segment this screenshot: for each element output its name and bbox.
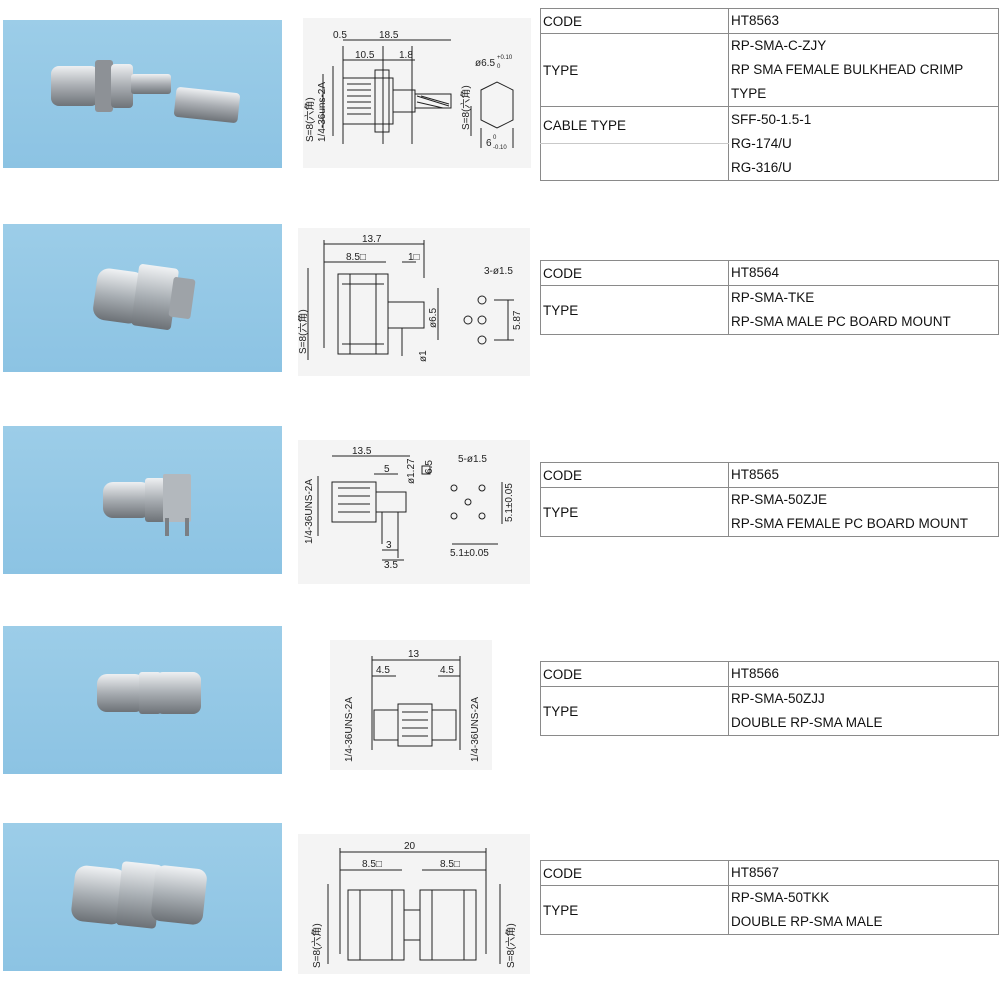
code-value: HT8567 <box>728 860 999 886</box>
product-photo <box>3 823 282 971</box>
dim-label: ø1 <box>418 350 429 362</box>
code-value: HT8564 <box>728 260 999 286</box>
code-label: CODE <box>540 661 729 687</box>
dim-label: 13.7 <box>362 234 382 245</box>
type-line: RP SMA FEMALE BULKHEAD CRIMP <box>731 62 964 77</box>
dim-label: 0.5 <box>333 30 347 41</box>
code-value: HT8563 <box>728 8 999 34</box>
dim-label: 5.87 <box>512 310 523 330</box>
type-line: RP-SMA MALE PC BOARD MOUNT <box>731 314 951 329</box>
dim-label: S=8(六角) <box>460 85 472 130</box>
type-line: RP-SMA-C-ZJY <box>731 38 827 53</box>
code-label: CODE <box>540 860 729 886</box>
cable-type-label: CABLE TYPE <box>540 106 729 144</box>
type-line: RP-SMA-TKE <box>731 290 815 305</box>
dim-label: -0.10 <box>493 145 507 151</box>
dim-label: 5-ø1.5 <box>458 454 487 465</box>
type-label: TYPE <box>540 885 729 935</box>
dim-label: 5.1±0.05 <box>504 483 515 522</box>
dim-label: ø1.27 <box>406 458 417 484</box>
type-line: RP-SMA-50TKK <box>731 890 830 905</box>
dim-label: 1/4-36UNS-2A <box>304 479 315 544</box>
dim-label: 4.5 <box>376 665 390 676</box>
dim-label: ø6.5 <box>475 58 495 69</box>
code-label: CODE <box>540 462 729 488</box>
product-photo <box>3 426 282 574</box>
dim-label: 8.5□ <box>440 859 460 870</box>
type-label: TYPE <box>540 686 729 736</box>
dim-label: 3.5 <box>384 560 398 571</box>
product-photo <box>3 626 282 774</box>
type-line: RP-SMA FEMALE PC BOARD MOUNT <box>731 516 969 531</box>
dim-label: 20 <box>404 841 416 852</box>
type-label: TYPE <box>540 487 729 537</box>
cable-line: RG-316/U <box>731 159 792 175</box>
code-label: CODE <box>540 8 729 34</box>
dim-label: 10.5 <box>355 50 375 61</box>
dim-label: 13 <box>408 649 420 660</box>
type-line: DOUBLE RP-SMA MALE <box>731 914 883 929</box>
dim-label: 1.8 <box>399 50 413 61</box>
product-row-ht8566: 13 4.5 4.5 1/4-36UNS-2A 1/4-36UNS-2A COD… <box>0 620 1000 780</box>
dim-label: 1□ <box>408 252 420 263</box>
dim-label: 1/4-36uns-2A <box>317 82 328 142</box>
code-value: HT8566 <box>728 661 999 687</box>
dim-label: 1/4-36UNS-2A <box>344 697 355 762</box>
type-line: RP-SMA-50ZJE <box>731 492 828 507</box>
dim-label: 3-ø1.5 <box>484 266 513 277</box>
cable-line: SFF-50-1.5-1 <box>731 111 812 127</box>
dimension-drawing: 0.5 18.5 10.5 1.8 ø6.5 +0.10 0 S=8(六角) 1… <box>303 18 531 168</box>
product-row-ht8563: 0.5 18.5 10.5 1.8 ø6.5 +0.10 0 S=8(六角) 1… <box>0 0 1000 190</box>
product-row-ht8565: 13.5 5 ø1.27 6.5 5-ø1.5 1/4-36UNS-2A 5.1… <box>0 420 1000 590</box>
type-label: TYPE <box>540 33 729 107</box>
type-line: TYPE <box>731 86 767 101</box>
dim-label: 5.1±0.05 <box>450 548 489 559</box>
dim-label: 8.5□ <box>346 252 366 263</box>
dim-label: ø6.5 <box>428 308 439 328</box>
dim-label: 13.5 <box>352 446 372 457</box>
dimension-drawing: 20 8.5□ 8.5□ S=8(六角) S=8(六角) <box>298 834 530 974</box>
dim-label: 0 <box>497 64 501 70</box>
dim-label: S=8(六角) <box>505 923 517 968</box>
dim-label: S=8(六角) <box>311 923 323 968</box>
dimension-drawing: 13.5 5 ø1.27 6.5 5-ø1.5 1/4-36UNS-2A 5.1… <box>298 440 530 584</box>
dim-label: 4.5 <box>440 665 454 676</box>
dim-label: 8.5□ <box>362 859 382 870</box>
dim-label: 6.5 <box>424 460 435 474</box>
product-photo <box>3 20 282 168</box>
dim-label: 6 <box>486 138 492 149</box>
cable-line: RG-174/U <box>731 135 792 151</box>
dim-label: S=8(六角) <box>304 97 316 142</box>
dim-label: 1/4-36UNS-2A <box>470 697 481 762</box>
dim-label: 18.5 <box>379 30 399 41</box>
dimension-drawing: 13.7 8.5□ 1□ 3-ø1.5 S=8(六角) ø6.5 5.87 ø1 <box>298 228 530 376</box>
dim-label: +0.10 <box>497 55 513 61</box>
code-label: CODE <box>540 260 729 286</box>
dim-label: 3 <box>386 540 392 551</box>
empty-cell <box>540 143 729 181</box>
dim-label: S=8(六角) <box>298 309 309 354</box>
product-row-ht8564: 13.7 8.5□ 1□ 3-ø1.5 S=8(六角) ø6.5 5.87 ø1… <box>0 210 1000 380</box>
type-line: RP-SMA-50ZJJ <box>731 691 825 706</box>
dim-label: 5 <box>384 464 390 475</box>
product-photo <box>3 224 282 372</box>
code-value: HT8565 <box>728 462 999 488</box>
type-line: DOUBLE RP-SMA MALE <box>731 715 883 730</box>
dimension-drawing: 13 4.5 4.5 1/4-36UNS-2A 1/4-36UNS-2A <box>330 640 492 770</box>
type-label: TYPE <box>540 285 729 335</box>
dim-label: 0 <box>493 135 497 141</box>
